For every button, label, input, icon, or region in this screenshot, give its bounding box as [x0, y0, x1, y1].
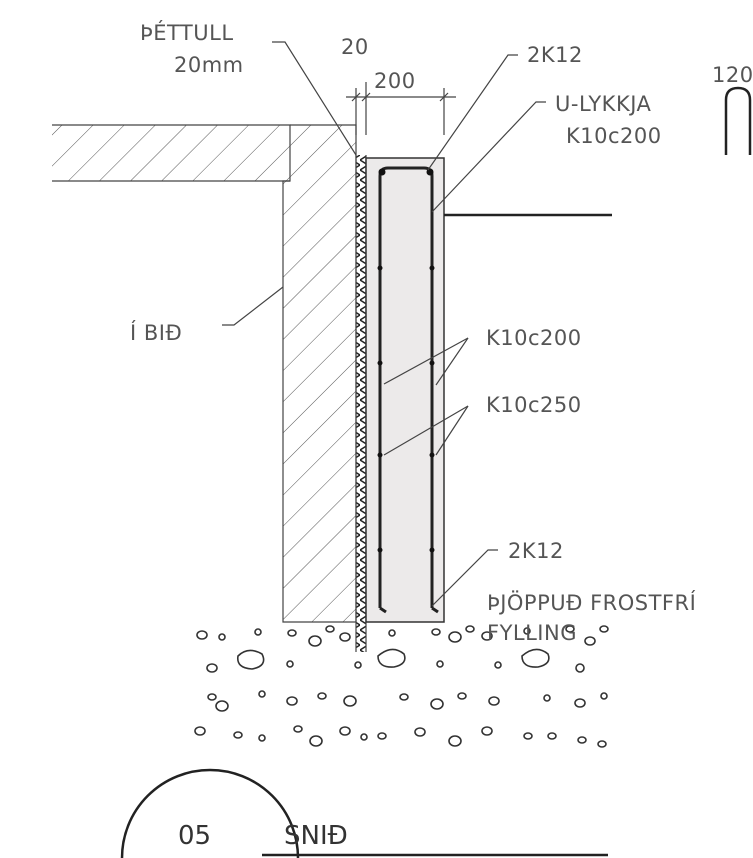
- dim-200-label: 200: [374, 69, 416, 93]
- membrane-strip: [355, 155, 367, 652]
- u-loop-detail: [724, 86, 752, 155]
- u-detail-dim-label: 120: [712, 63, 753, 87]
- existing-label: Í BIÐ: [130, 320, 182, 345]
- bottom-bars-label: 2K12: [508, 539, 564, 563]
- top-bars-label: 2K12: [527, 43, 583, 67]
- leader-lines: [222, 41, 546, 607]
- u-loop-spec-label: K10c200: [566, 124, 662, 148]
- membrane-thickness-label: 20mm: [174, 53, 244, 77]
- title-block: 05 SNIÐ: [120, 768, 608, 858]
- reinforcement: [377, 166, 439, 614]
- dim-20-label: 20: [341, 35, 369, 59]
- section-number: 05: [178, 821, 211, 851]
- rebar-a-label: K10c200: [486, 326, 582, 350]
- membrane-label: ÞÉTTULL: [140, 20, 234, 45]
- gravel-fill: [194, 625, 609, 748]
- fill-label-line2: FYLLING: [487, 621, 577, 645]
- u-loop-label: U-LYKKJA: [555, 92, 652, 116]
- section-title: SNIÐ: [284, 821, 348, 851]
- existing-slab: [52, 124, 291, 182]
- dimension-lines: [346, 82, 456, 135]
- rebar-b-label: K10c250: [486, 393, 582, 417]
- existing-wall: [282, 124, 357, 623]
- fill-label-line1: ÞJÖPPUÐ FROSTFRÍ: [487, 590, 696, 615]
